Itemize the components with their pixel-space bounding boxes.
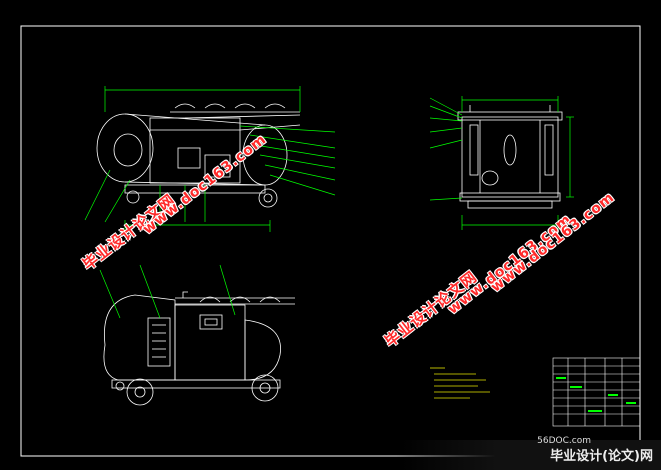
footer-band [0, 440, 661, 470]
side-view-bottom-leaders [99, 264, 236, 319]
title-block-fill [556, 377, 636, 412]
side-view-bottom [103, 291, 295, 406]
technical-notes [430, 367, 490, 399]
title-block [552, 357, 641, 427]
side-view-top [96, 103, 301, 208]
side-view-top-dims [84, 86, 336, 232]
footer-site: 56DOC.com [537, 436, 591, 446]
front-view [457, 105, 563, 209]
footer-brand: 毕业设计(论文)网 [550, 449, 653, 464]
front-view-dims [429, 96, 574, 230]
